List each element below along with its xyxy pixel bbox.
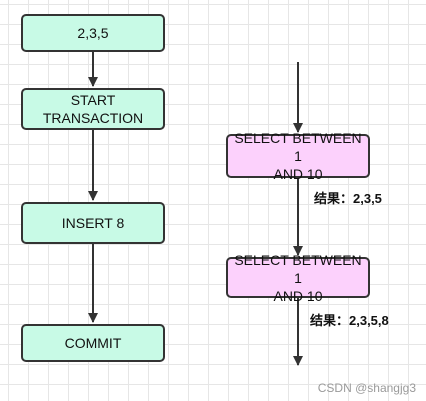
watermark: CSDN @shangjg3 <box>317 381 416 395</box>
insert-node-label: INSERT 8 <box>61 215 125 231</box>
select-node-1-line1: SELECT BETWEEN 1 <box>234 130 362 164</box>
start-transaction-line2: TRANSACTION <box>42 110 144 126</box>
values-node: 2,3,5 <box>21 14 165 52</box>
start-transaction-line1: START <box>70 92 116 108</box>
start-transaction-node: START TRANSACTION <box>21 88 165 130</box>
result-label-1: 结果：2,3,5 <box>314 191 382 206</box>
values-node-label: 2,3,5 <box>77 25 109 41</box>
select-node-1: SELECT BETWEEN 1 AND 10 <box>226 130 370 182</box>
select-node-2: SELECT BETWEEN 1 AND 10 <box>226 252 370 304</box>
select-node-1-line2: AND 10 <box>273 166 323 182</box>
select-node-2-line1: SELECT BETWEEN 1 <box>234 251 362 286</box>
insert-node: INSERT 8 <box>21 202 165 244</box>
commit-node: COMMIT <box>21 324 165 362</box>
commit-node-label: COMMIT <box>64 335 122 351</box>
select-node-2-line2: AND 10 <box>273 287 323 304</box>
result-label-2: 结果：2,3,5,8 <box>310 313 389 328</box>
